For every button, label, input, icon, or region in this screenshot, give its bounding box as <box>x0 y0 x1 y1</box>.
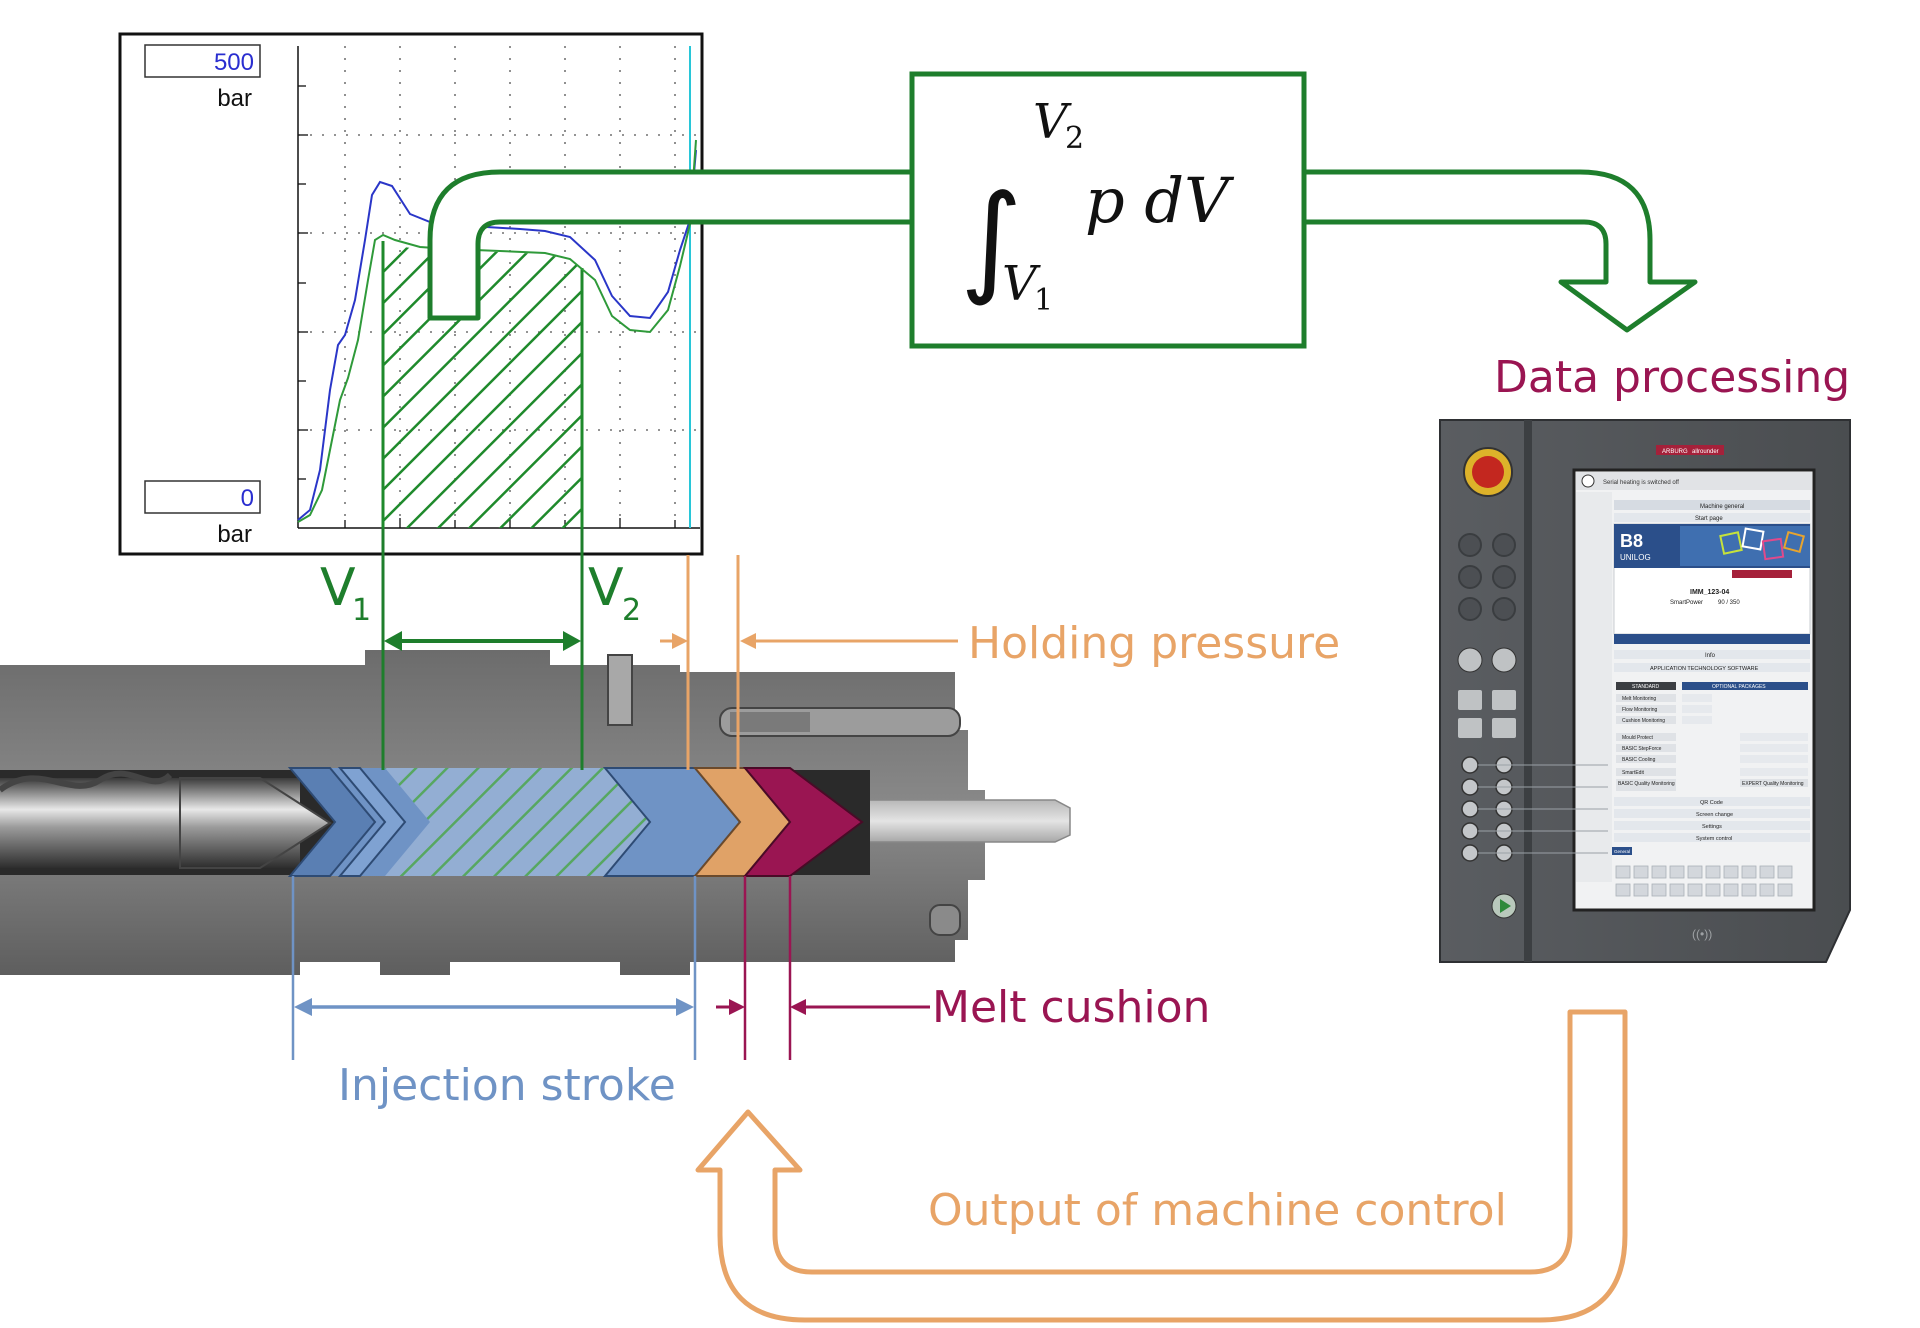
y-min-box <box>144 480 261 514</box>
optional-header: OPTIONAL PACKAGES <box>1712 684 1766 690</box>
softkey-leader-lines <box>1478 764 1608 854</box>
screen-sidebar[interactable] <box>1576 492 1612 882</box>
brand-left: ARBURG <box>1662 449 1688 455</box>
upper-limit-sub: 2 <box>1065 121 1084 156</box>
info-row[interactable]: Info <box>1705 653 1716 659</box>
menu-qr-code[interactable]: QR Code <box>1700 800 1723 806</box>
pipe-to-data-processing <box>1301 169 1698 333</box>
screen-icon-bar[interactable] <box>1615 865 1793 897</box>
app-software-row[interactable]: APPLICATION TECHNOLOGY SOFTWARE <box>1650 666 1759 672</box>
v2-label: V <box>588 558 624 618</box>
package-basic-stepforce[interactable]: BASIC StepForce <box>1622 746 1662 752</box>
v2-sub: 2 <box>622 593 641 628</box>
panel-button-a[interactable] <box>1457 647 1483 673</box>
integral-sign: ∫ <box>960 170 1023 309</box>
package-basic-quality-monitoring[interactable]: BASIC Quality Monitoring <box>1618 781 1675 787</box>
emergency-stop-icon <box>1472 456 1504 488</box>
upper-limit: V <box>1033 94 1072 150</box>
output-machine-control-label: Output of machine control <box>928 1185 1507 1236</box>
panel-key-4[interactable] <box>1492 718 1516 738</box>
control-panel: ((•)) ARBURG allrounder Serial heating i… <box>1439 419 1851 963</box>
package-smartedit[interactable]: SmartEdit <box>1622 770 1645 776</box>
header-status: Serial heating is switched off <box>1603 480 1679 486</box>
machine-size: 90 / 350 <box>1718 600 1740 606</box>
screen-brand-badge <box>1732 570 1792 578</box>
menu-system-control[interactable]: System control <box>1696 836 1732 842</box>
package-flow-monitoring[interactable]: Flow Monitoring <box>1622 707 1658 713</box>
package-melt-monitoring[interactable]: Melt Monitoring <box>1622 696 1656 702</box>
integral-box: ∫ V 2 V 1 p dV <box>909 71 1307 349</box>
package-basic-cooling[interactable]: BASIC Cooling <box>1622 757 1656 763</box>
start-page-row[interactable]: Start page <box>1695 516 1723 522</box>
package-mould-protect[interactable]: Mould Protect <box>1622 735 1653 741</box>
panel-button-b[interactable] <box>1491 647 1517 673</box>
lower-limit-sub: 1 <box>1034 283 1053 318</box>
pressure-chart: 500 bar 0 bar <box>118 32 704 556</box>
menu-screen-change[interactable]: Screen change <box>1696 812 1733 818</box>
machine-id: IMM_123-04 <box>1690 589 1729 596</box>
tab-general[interactable] <box>1612 847 1632 855</box>
melt-cushion-label: Melt cushion <box>932 982 1210 1033</box>
panel-key-3[interactable] <box>1458 718 1482 738</box>
v1-sub: 1 <box>352 593 371 628</box>
y-min-unit: bar <box>217 521 252 548</box>
y-min-value: 0 <box>241 485 254 512</box>
info-icon[interactable] <box>1581 474 1595 488</box>
y-max-value: 500 <box>214 49 254 76</box>
nfc-icon: ((•)) <box>1692 927 1712 941</box>
panel-key-grid[interactable] <box>1458 533 1516 621</box>
model-subtitle: UNILOG <box>1620 553 1651 562</box>
lower-limit: V <box>1002 256 1041 312</box>
output-feedback-arrow <box>695 1009 1628 1323</box>
holding-pressure-marker: Holding pressure <box>660 555 1340 770</box>
package-expert-quality-monitoring[interactable]: EXPERT Quality Monitoring <box>1742 781 1804 787</box>
brand-badge <box>1656 445 1724 455</box>
data-processing-label: Data processing <box>1494 352 1850 403</box>
injection-stroke-label: Injection stroke <box>338 1060 676 1111</box>
standard-header: STANDARD <box>1632 684 1660 690</box>
machine-name: SmartPower <box>1670 600 1703 606</box>
y-max-box <box>144 44 261 78</box>
holding-pressure-label: Holding pressure <box>968 618 1340 669</box>
melt-cushion-marker: Melt cushion <box>716 876 1210 1060</box>
integral-area <box>383 241 582 528</box>
menu-settings[interactable]: Settings <box>1702 824 1722 830</box>
injection-stroke-marker: Injection stroke <box>291 876 697 1111</box>
panel-key-1[interactable] <box>1458 690 1482 710</box>
section-general: Machine general <box>1700 504 1744 510</box>
start-icon <box>1500 899 1511 913</box>
v1-label: V <box>320 558 356 618</box>
tab-general-label: General <box>1614 849 1630 854</box>
pipe-into-integrator <box>427 169 915 321</box>
melt-chevrons <box>287 767 864 877</box>
model-title: B8 <box>1620 531 1643 551</box>
package-cushion-monitoring[interactable]: Cushion Monitoring <box>1622 718 1665 724</box>
integrand: p dV <box>1085 164 1235 237</box>
y-max-unit: bar <box>217 85 252 112</box>
volume-markers: V 1 V 2 <box>320 528 641 770</box>
brand-right: allrounder <box>1692 449 1719 455</box>
panel-key-2[interactable] <box>1492 690 1516 710</box>
